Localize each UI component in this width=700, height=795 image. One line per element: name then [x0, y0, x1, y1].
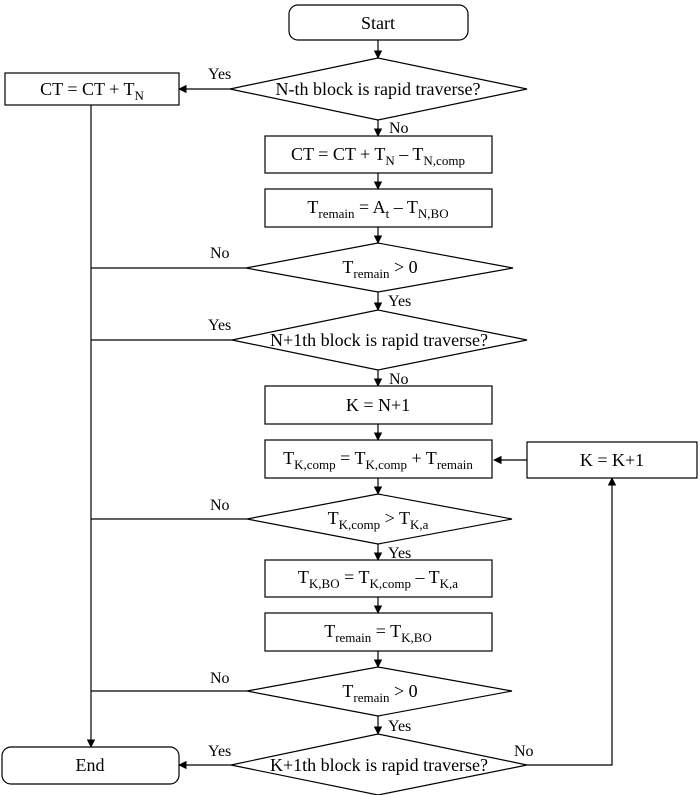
start-label: Start: [361, 13, 395, 33]
edge-label-yes-tremain-2: Yes: [388, 718, 411, 735]
k-inc-box: [526, 441, 698, 479]
edge-label-yes-k1: Yes: [208, 743, 231, 760]
edge-label-no-tremain-2: No: [210, 670, 230, 687]
edge-label-no-tkcomp: No: [210, 497, 230, 514]
tk-comp-box: [264, 439, 493, 479]
connectors: [86, 40, 617, 770]
edge-label-no-nth: No: [389, 120, 409, 137]
ct-rapid-label: CT = CT + TN: [40, 79, 144, 103]
decision-tkcomp-label: TK,comp > TK,a: [328, 508, 429, 532]
t-remain-label-1: Tremain = At – TN,BO: [307, 197, 448, 221]
edge-label-no-tremain-1: No: [210, 245, 230, 262]
decision-nth-block: [229, 57, 528, 121]
ct-comp-box: [264, 135, 493, 174]
decision-k1-block: [230, 733, 528, 795]
edge-label-no-n1: No: [389, 371, 409, 388]
start-node: [288, 4, 469, 41]
decision-k1-block-label: K+1th block is rapid traverse?: [270, 755, 488, 775]
decision-n1-block-label: N+1th block is rapid traverse?: [270, 330, 488, 350]
edge-label-no-k1: No: [514, 743, 534, 760]
edge-label-yes-tkcomp: Yes: [388, 545, 411, 562]
decision-tremain-1-label: Tremain > 0: [342, 257, 417, 281]
ct-rapid-box: [4, 72, 180, 106]
decision-nth-block-label: N-th block is rapid traverse?: [276, 79, 481, 99]
edge-label-yes-tremain-1: Yes: [388, 293, 411, 310]
edge-label-yes-n1: Yes: [208, 317, 231, 334]
tk-bo-label: TK,BO = TK,comp – TK,a: [298, 567, 458, 591]
t-remain-box-1: [264, 188, 493, 228]
decision-n1-block: [231, 309, 528, 371]
k-inc-label: K = K+1: [580, 450, 644, 470]
decision-tkcomp: [246, 493, 513, 545]
tk-comp-label: TK,comp = TK,comp + Tremain: [283, 448, 473, 472]
edge-labels: Yes No No Yes Yes No No Yes No Yes Yes N…: [208, 66, 534, 760]
end-label: End: [76, 755, 105, 775]
tk-bo-box: [264, 559, 493, 598]
edge-label-yes-nth: Yes: [208, 66, 231, 83]
ct-comp-label: CT = CT + TN – TN,comp: [291, 144, 465, 168]
k-init-box: [264, 385, 493, 425]
t-remain-label-2: Tremain = TK,BO: [324, 621, 432, 645]
t-remain-box-2: [264, 612, 493, 652]
end-node: [1, 746, 180, 785]
k-init-label: K = N+1: [346, 395, 410, 415]
decision-tremain-2: [246, 666, 513, 717]
decision-tremain-1: [245, 242, 514, 293]
decision-tremain-2-label: Tremain > 0: [342, 681, 417, 705]
